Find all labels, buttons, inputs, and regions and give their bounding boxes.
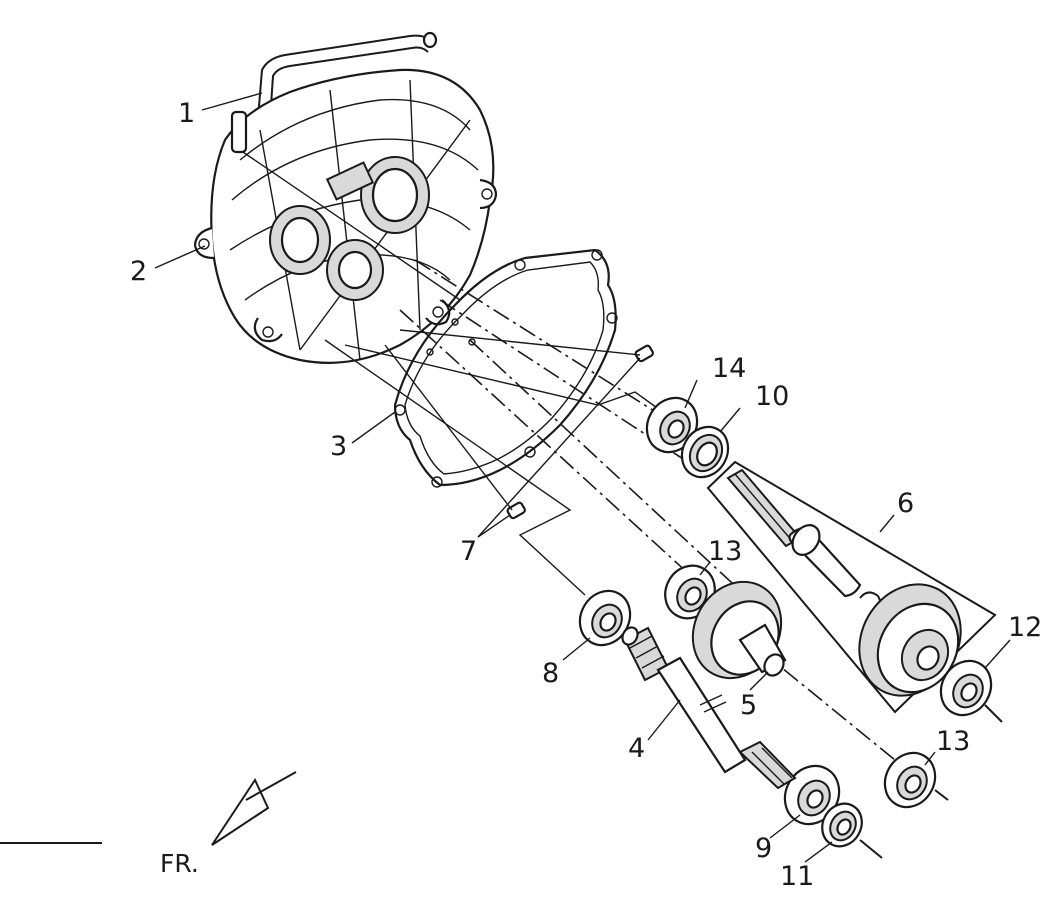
bearing-8 [578, 589, 632, 647]
callout-8: 8 [542, 658, 559, 689]
bearing-13-upper [664, 564, 716, 620]
transmission-cover [193, 31, 498, 364]
bearing-12 [939, 659, 993, 717]
oil-seal-10 [680, 425, 730, 479]
callout-4: 4 [628, 733, 645, 764]
callout-7: 7 [460, 536, 477, 567]
callout-5: 5 [740, 690, 757, 721]
callout-14: 14 [712, 353, 746, 384]
counter-gear [691, 580, 787, 680]
direction-arrow-icon [211, 777, 270, 846]
callout-12: 12 [1008, 612, 1042, 643]
callout-6: 6 [897, 488, 914, 519]
callout-10: 10 [755, 381, 789, 412]
bearing-9 [783, 764, 841, 826]
gasket [393, 248, 618, 488]
callout-2: 2 [130, 256, 147, 287]
drive-shaft [621, 626, 797, 790]
front-label: FR. [160, 849, 199, 878]
callout-1: 1 [178, 98, 195, 129]
leader-lines [154, 92, 1011, 863]
callout-labels: 1 2 3 4 5 6 7 8 9 10 11 12 13 13 14 [130, 98, 1042, 892]
callout-11: 11 [780, 861, 814, 892]
assembly-bracket [706, 460, 997, 714]
callout-13-lower: 13 [936, 726, 970, 757]
bearing-13-lower [883, 751, 937, 809]
dowel-pins [506, 344, 654, 520]
oil-seal-11 [821, 802, 863, 848]
front-direction-marker: FR. [0, 771, 297, 878]
callout-9: 9 [755, 833, 772, 864]
output-shaft-assembly [706, 460, 997, 714]
callout-13-upper: 13 [708, 536, 742, 567]
callout-3: 3 [330, 431, 347, 462]
